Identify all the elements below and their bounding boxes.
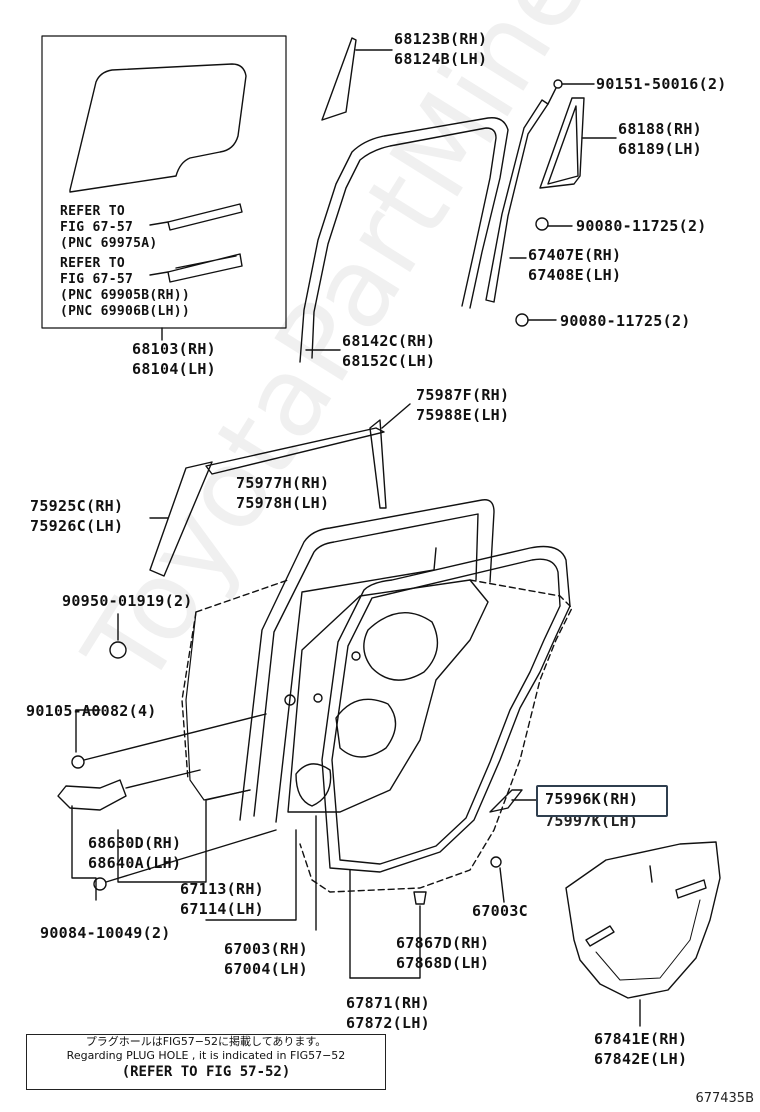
label-90080-top[interactable]: 90080-11725(2) [576, 217, 707, 235]
label-67872[interactable]: 67872(LH) [346, 1014, 430, 1032]
highlight-box [536, 785, 668, 817]
reference-number: 677435B [695, 1091, 754, 1106]
label-68630D[interactable]: 68630D(RH) [88, 834, 182, 852]
refer-note-2a: REFER TO [60, 256, 126, 271]
label-67003C[interactable]: 67003C [472, 902, 528, 920]
label-90950[interactable]: 90950-01919(2) [62, 592, 193, 610]
door-outer-panel [181, 579, 573, 893]
label-67868D[interactable]: 67868D(LH) [396, 954, 490, 972]
label-68142C[interactable]: 68142C(RH) [342, 332, 436, 350]
glass-inset-box [41, 35, 287, 329]
plug-90950 [109, 641, 127, 659]
label-75996K[interactable]: 75996K(RH) [545, 790, 639, 808]
weatherstrip [321, 545, 571, 873]
glass-strip-1 [167, 203, 243, 231]
bolt-90084 [93, 829, 277, 891]
seal-75996K [489, 789, 523, 813]
note-refer-link[interactable]: (REFER TO FIG 57-52) [121, 1064, 291, 1080]
quarter-glass [539, 97, 585, 189]
label-67004[interactable]: 67004(LH) [224, 960, 308, 978]
note-english: Regarding PLUG HOLE , it is indicated in… [66, 1049, 346, 1062]
label-68152C[interactable]: 68152C(LH) [342, 352, 436, 370]
label-68189[interactable]: 68189(LH) [618, 140, 702, 158]
refer-note-1b[interactable]: FIG 67-57 [60, 220, 134, 235]
label-67407E[interactable]: 67407E(RH) [528, 246, 622, 264]
label-67871[interactable]: 67871(RH) [346, 994, 430, 1012]
label-68640A[interactable]: 68640A(LH) [88, 854, 182, 872]
refer-note-2c: (PNC 69905B(RH)) [60, 288, 191, 303]
door-check-68630D [57, 769, 201, 811]
screw-90151 [547, 79, 595, 105]
label-75926C[interactable]: 75926C(LH) [30, 517, 124, 535]
glass-strip-2 [167, 253, 243, 283]
label-75925C[interactable]: 75925C(RH) [30, 497, 124, 515]
label-67113[interactable]: 67113(RH) [180, 880, 264, 898]
label-67003[interactable]: 67003(RH) [224, 940, 308, 958]
refer-note-1c: (PNC 69975A) [60, 236, 158, 251]
label-68124B[interactable]: 68124B(LH) [394, 50, 488, 68]
label-68104[interactable]: 68104(LH) [132, 360, 216, 378]
label-68103[interactable]: 68103(RH) [132, 340, 216, 358]
label-90105[interactable]: 90105-A0082(4) [26, 702, 157, 720]
label-67867D[interactable]: 67867D(RH) [396, 934, 490, 952]
corner-piece-68123B [321, 37, 357, 121]
refer-note-2d: (PNC 69906B(LH)) [60, 304, 191, 319]
label-67841E[interactable]: 67841E(RH) [594, 1030, 688, 1048]
note-japanese: プラグホールはFIG57−52に掲載してあります。 [85, 1035, 327, 1048]
screw-90080-bottom [515, 313, 557, 327]
plug-hole-note: プラグホールはFIG57−52に掲載してあります。 Regarding PLUG… [26, 1034, 386, 1090]
label-68123B[interactable]: 68123B(RH) [394, 30, 488, 48]
door-frame [239, 499, 495, 823]
label-75988E[interactable]: 75988E(LH) [416, 406, 510, 424]
refer-note-1a: REFER TO [60, 204, 126, 219]
molding-end [369, 419, 387, 509]
run-channel [299, 117, 509, 363]
label-90080-bottom[interactable]: 90080-11725(2) [560, 312, 691, 330]
top-molding [205, 427, 385, 475]
refer-note-2b[interactable]: FIG 67-57 [60, 272, 134, 287]
bolt-90105 [71, 713, 267, 769]
clip-67003C [490, 856, 505, 903]
screw-90080-top [535, 217, 573, 231]
service-hole-cover [565, 841, 721, 999]
label-75977H[interactable]: 75977H(RH) [236, 474, 330, 492]
door-glass [69, 63, 247, 193]
label-75987F[interactable]: 75987F(RH) [416, 386, 510, 404]
label-90151[interactable]: 90151-50016(2) [596, 75, 727, 93]
label-68188[interactable]: 68188(RH) [618, 120, 702, 138]
label-75978H[interactable]: 75978H(LH) [236, 494, 330, 512]
label-90084[interactable]: 90084-10049(2) [40, 924, 171, 942]
clip-67867D [413, 891, 427, 905]
label-67114[interactable]: 67114(LH) [180, 900, 264, 918]
inner-panel [287, 579, 489, 813]
pillar-garnish [149, 461, 213, 577]
label-67408E[interactable]: 67408E(LH) [528, 266, 622, 284]
label-67842E[interactable]: 67842E(LH) [594, 1050, 688, 1068]
